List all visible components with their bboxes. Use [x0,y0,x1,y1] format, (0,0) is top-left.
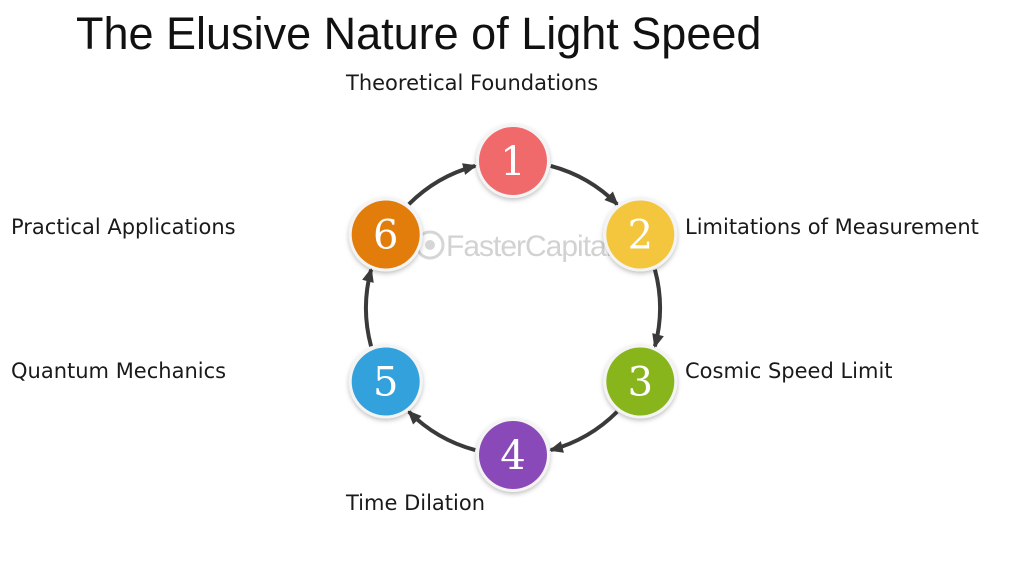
cycle-arrows [362,163,664,453]
step-number: 3 [628,360,653,406]
step-node-circle [351,200,420,269]
arrowhead-icon [604,191,619,206]
watermark-text: FasterCapital [446,230,611,263]
step-number: 5 [373,360,398,406]
step-label-3: Cosmic Speed Limit [685,359,893,383]
step-node-circle [606,200,675,269]
diagram-title: The Elusive Nature of Light Speed [76,8,762,59]
step-node-circle [479,127,547,195]
step-node-3: 3 [603,344,678,419]
step-number: 4 [500,433,525,479]
step-label-4: Time Dilation [346,491,486,515]
step-label-2: Limitations of Measurement [685,215,979,239]
step-node-1: 1 [476,124,550,198]
cycle-nodes: 1 2 3 4 5 6 [348,124,678,492]
arrowhead-icon [362,267,374,283]
step-label-1: Theoretical Foundations [346,71,599,95]
step-number: 1 [500,139,525,185]
step-number: 6 [373,213,398,259]
watermark-logo: FasterCapital [415,230,612,263]
arrowhead-icon [548,441,564,453]
step-node-circle [606,347,675,416]
step-node-2: 2 [603,197,678,272]
step-label-6: Practical Applications [11,215,236,239]
arrowhead-icon [407,410,422,425]
arrowhead-icon [462,163,478,175]
step-node-circle [479,421,547,489]
step-label-5: Quantum Mechanics [11,359,227,383]
step-node-4: 4 [476,418,550,492]
step-node-5: 5 [348,344,423,419]
step-number: 2 [628,213,653,259]
step-node-circle [351,347,420,416]
step-node-6: 6 [348,197,423,272]
arrowhead-icon [652,333,664,349]
